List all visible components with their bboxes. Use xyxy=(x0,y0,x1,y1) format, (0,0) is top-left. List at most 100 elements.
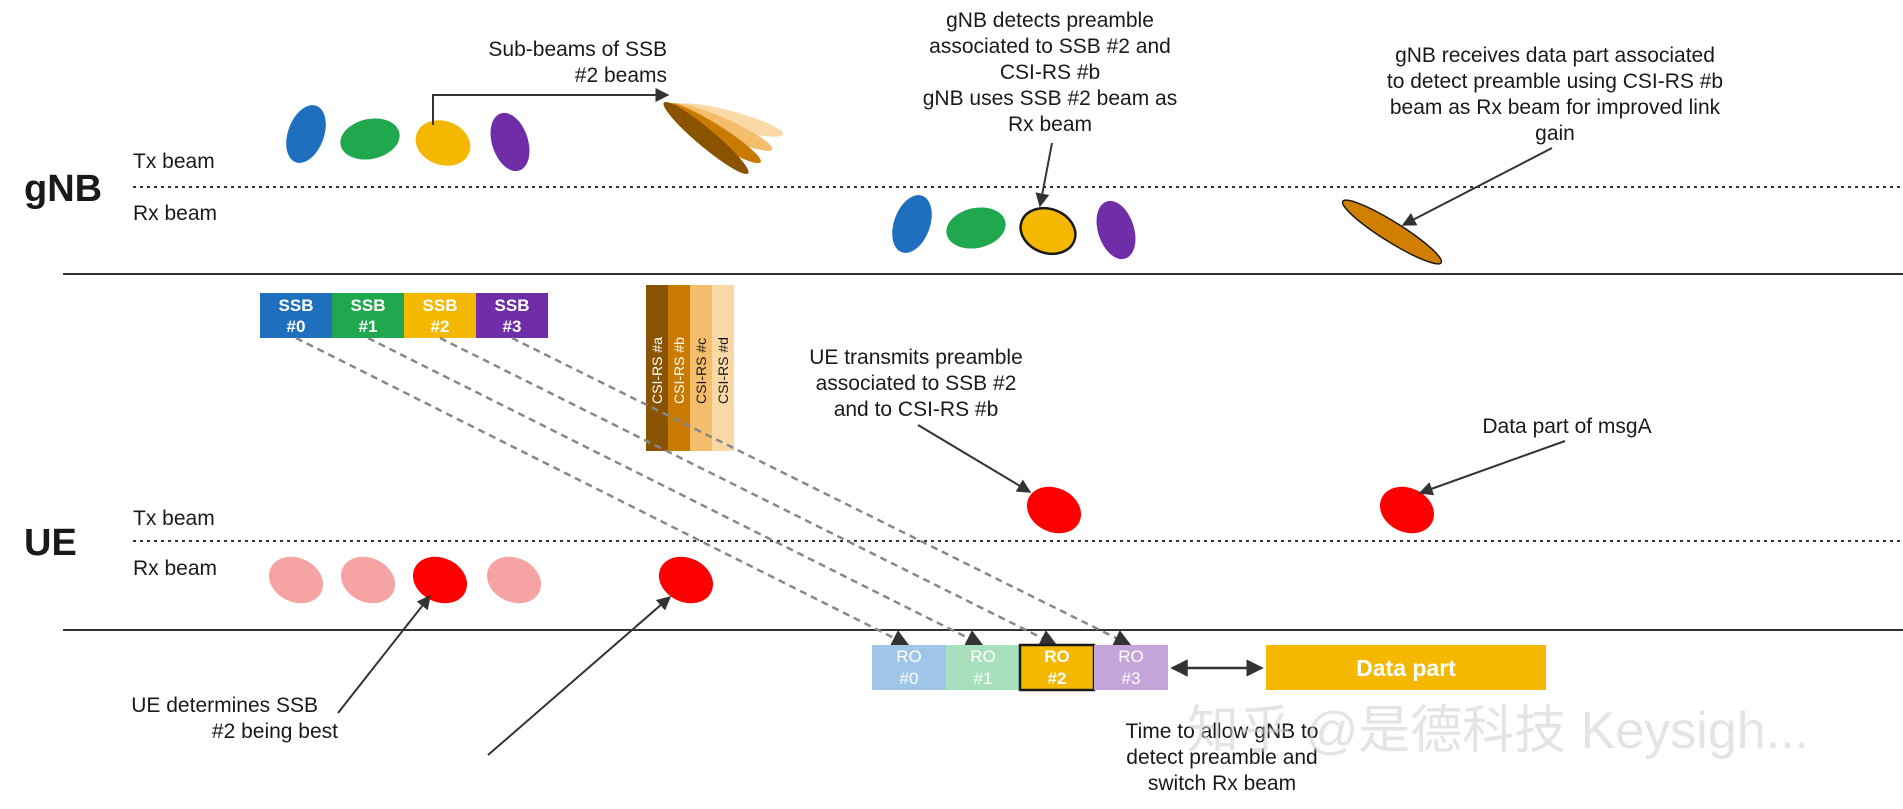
annotation-sub-beams-line-2: #2 beams xyxy=(575,64,667,87)
ssb-block-2-line1: SSB xyxy=(423,296,458,315)
gnb-rx-beam-ssb0 xyxy=(892,195,932,253)
annotation-gnb-receives-line-3: beam as Rx beam for improved link xyxy=(1390,96,1721,119)
data-part-block xyxy=(1266,645,1546,690)
annotation-ue-transmits-line-3: and to CSI-RS #b xyxy=(834,398,999,421)
annotation-ue-transmits-line-2: associated to SSB #2 xyxy=(816,372,1017,395)
ssb-block-group: SSB #0 SSB #1 SSB #2 SSB #3 xyxy=(260,293,548,338)
ro-block-1 xyxy=(946,645,1020,690)
csi-rs-block-group: CSI-RS #a CSI-RS #b CSI-RS #c CSI-RS #d xyxy=(646,285,734,451)
annotation-time-to-allow: Time to allow gNB to detect preamble and… xyxy=(1126,720,1319,795)
annotation-ue-determines-line-1: UE determines SSB xyxy=(131,694,318,717)
ssb-block-0-line1: SSB xyxy=(279,296,314,315)
ue-rx-beam-2 xyxy=(412,556,468,604)
annotation-gnb-receives-line-4: gain xyxy=(1535,122,1575,145)
ue-rx-beam-label: Rx beam xyxy=(133,557,217,580)
ue-tx-beam-preamble xyxy=(1026,486,1082,534)
mapping-line-1 xyxy=(367,336,984,647)
csi-rs-block-d xyxy=(712,285,734,451)
ssb-block-2-line2: #2 xyxy=(431,317,450,336)
annotation-gnb-detects-line-2: associated to SSB #2 and xyxy=(929,35,1171,58)
sub-beams-arrow xyxy=(432,88,670,125)
gnb-receives-arrow xyxy=(1401,147,1553,226)
ssb-block-3-line2: #3 xyxy=(503,317,522,336)
annotation-gnb-detects: gNB detects preamble associated to SSB #… xyxy=(923,9,1177,136)
gnb-tx-beam-ssb1 xyxy=(340,118,400,160)
ue-tx-beam-data xyxy=(1379,486,1435,534)
csi-rs-label-b: CSI-RS #b xyxy=(671,337,687,404)
data-part-msga-arrow xyxy=(1418,440,1566,496)
ro-block-3-line1: RO xyxy=(1118,647,1144,666)
annotation-gnb-detects-line-3: CSI-RS #b xyxy=(1000,61,1100,84)
ro-block-0 xyxy=(872,645,946,690)
ssb-block-0-line2: #0 xyxy=(287,317,306,336)
gnb-tx-beam-label: Tx beam xyxy=(133,150,215,173)
ro-block-1-line1: RO xyxy=(970,647,996,666)
gnb-rx-beam-csi-rs-b xyxy=(1341,199,1443,265)
csi-rs-block-b xyxy=(668,285,690,451)
annotation-time-to-allow-line-1: Time to allow gNB to xyxy=(1126,720,1319,743)
gnb-tx-beam-ssb3 xyxy=(490,112,530,172)
ssb-block-2 xyxy=(404,293,476,338)
gnb-rx-beam-ssb2 xyxy=(1019,206,1077,256)
ue-rx-beam-refined xyxy=(658,556,714,604)
ssb-block-3 xyxy=(476,293,548,338)
annotation-gnb-detects-line-5: Rx beam xyxy=(1008,113,1092,136)
ue-refined-beam-arrow xyxy=(487,596,672,756)
ro-block-2-line2: #2 xyxy=(1048,669,1067,688)
csi-rs-block-c xyxy=(690,285,712,451)
gnb-label: gNB xyxy=(24,168,102,210)
ssb-block-1 xyxy=(332,293,404,338)
csi-rs-label-d: CSI-RS #d xyxy=(715,337,731,404)
mapping-line-0 xyxy=(295,336,910,647)
gnb-rx-beam-ssb1 xyxy=(946,207,1006,249)
gnb-rx-beam-ssb3 xyxy=(1096,200,1136,260)
ue-rx-beam-3 xyxy=(486,556,542,604)
annotation-gnb-detects-line-1: gNB detects preamble xyxy=(946,9,1154,32)
ro-block-group: RO #0 RO #1 RO #2 RO #3 xyxy=(872,643,1168,692)
csi-rs-label-c: CSI-RS #c xyxy=(693,338,709,404)
annotation-sub-beams-line-1: Sub-beams of SSB xyxy=(488,38,667,61)
ssb-to-ro-mapping-lines xyxy=(295,336,1132,647)
annotation-gnb-detects-line-4: gNB uses SSB #2 beam as xyxy=(923,87,1177,110)
ue-rx-beam-0 xyxy=(268,556,324,604)
ro-block-1-line2: #1 xyxy=(974,669,993,688)
ro-block-0-line1: RO xyxy=(896,647,922,666)
csi-rs-block-a xyxy=(646,285,668,451)
gnb-tx-beam-ssb0 xyxy=(286,105,326,163)
annotation-sub-beams: Sub-beams of SSB #2 beams xyxy=(488,38,667,87)
ro-block-2 xyxy=(1018,643,1096,692)
annotation-time-to-allow-line-2: detect preamble and xyxy=(1126,746,1317,769)
ssb-block-0 xyxy=(260,293,332,338)
sub-beam-a xyxy=(663,101,749,175)
ro-block-2-line1: RO xyxy=(1044,647,1070,666)
annotation-ue-determines: UE determines SSB #2 being best xyxy=(131,694,338,743)
ssb-block-3-line1: SSB xyxy=(495,296,530,315)
ro-block-3-line2: #3 xyxy=(1122,669,1141,688)
ssb-block-1-line2: #1 xyxy=(359,317,378,336)
annotation-data-part-msga-line-1: Data part of msgA xyxy=(1482,415,1651,438)
ue-tx-beam-label: Tx beam xyxy=(133,507,215,530)
watermark-text: 知乎 @是德科技 Keysigh... xyxy=(1187,702,1809,760)
annotation-time-to-allow-line-3: switch Rx beam xyxy=(1148,772,1296,795)
ue-transmits-arrow xyxy=(917,424,1032,493)
annotation-ue-transmits-line-1: UE transmits preamble xyxy=(809,346,1023,369)
data-part-label: Data part xyxy=(1356,655,1456,681)
ue-label: UE xyxy=(24,522,77,564)
csi-rs-label-a: CSI-RS #a xyxy=(649,337,665,404)
ro-block-3 xyxy=(1094,645,1168,690)
gnb-tx-beam-ssb2 xyxy=(415,120,471,166)
ssb2-sub-beams xyxy=(663,101,784,175)
annotation-gnb-receives-line-1: gNB receives data part associated xyxy=(1395,44,1715,67)
gnb-detects-arrow xyxy=(1035,142,1053,208)
ro-block-0-line2: #0 xyxy=(900,669,919,688)
annotation-data-part-msga: Data part of msgA xyxy=(1482,415,1651,438)
annotation-ue-transmits: UE transmits preamble associated to SSB … xyxy=(809,346,1023,421)
annotation-ue-determines-line-2: #2 being best xyxy=(212,720,338,743)
mapping-line-2 xyxy=(439,336,1058,647)
ue-rx-beam-1 xyxy=(340,556,396,604)
ue-determines-arrow xyxy=(337,594,431,714)
annotation-gnb-receives: gNB receives data part associated to det… xyxy=(1387,44,1723,145)
gnb-rx-beam-label: Rx beam xyxy=(133,202,217,225)
annotation-gnb-receives-line-2: to detect preamble using CSI-RS #b xyxy=(1387,70,1723,93)
